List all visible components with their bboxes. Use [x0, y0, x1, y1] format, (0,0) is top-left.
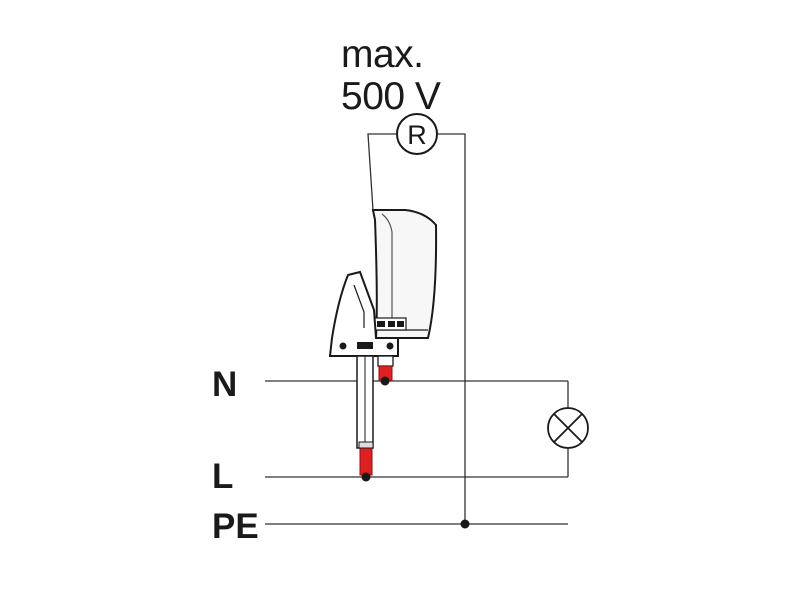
tester-display	[357, 342, 373, 349]
junction-pe	[460, 519, 470, 529]
tester-screw-left	[339, 342, 347, 350]
voltage-tester	[328, 209, 438, 476]
lamp-cross-b	[553, 413, 583, 443]
resistor-symbol	[396, 113, 438, 155]
tester-long-probe-tip	[359, 447, 373, 476]
resistor-left-wire	[367, 133, 397, 211]
rail-label-n: N	[212, 365, 237, 404]
tester-logo-mark-3	[397, 321, 404, 327]
rail-label-pe: PE	[212, 507, 259, 546]
resistor-right-wire	[437, 133, 466, 524]
voltage-note-line1: max.	[341, 33, 424, 76]
tester-handle-detail	[353, 284, 365, 328]
tester-logo-mark-2	[388, 321, 395, 327]
tester-long-probe-collar	[358, 441, 374, 449]
tester-logo-mark	[377, 321, 385, 327]
tester-screw-right	[386, 342, 394, 350]
resistor-label: R	[407, 120, 427, 150]
lamp-circuit	[547, 381, 589, 477]
junction-l	[361, 472, 371, 482]
tester-housing-edge	[381, 213, 393, 318]
junction-n	[380, 376, 390, 386]
tester-short-probe-base	[377, 355, 394, 367]
resistor-circuit: R	[367, 113, 466, 524]
voltage-note-line2: 500 V	[341, 75, 441, 118]
tester-housing	[371, 209, 438, 339]
rails: N L PE	[212, 365, 568, 546]
rail-label-l: L	[212, 457, 233, 496]
